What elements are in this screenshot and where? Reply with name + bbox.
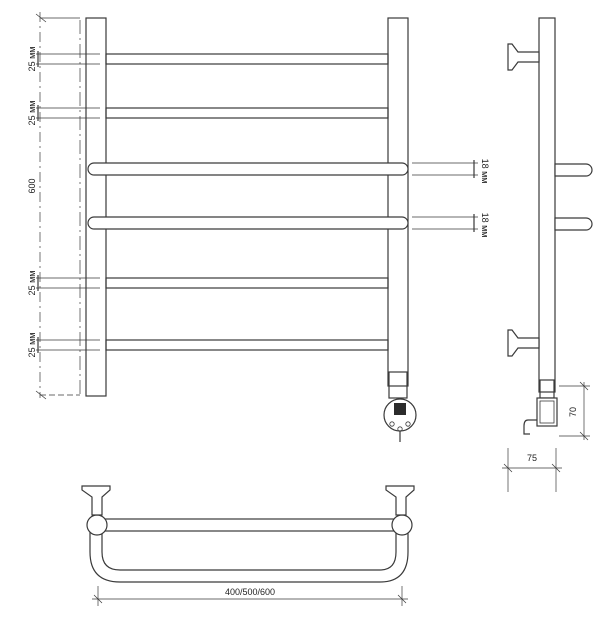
- wall-bracket-top: [507, 43, 540, 71]
- spacing-marker-3: [36, 275, 100, 291]
- top-u-bar-outer: [89, 526, 409, 583]
- flat-rung-4: [105, 339, 389, 351]
- spacing-label-bottom-2: 25 мм: [27, 333, 37, 358]
- spacing-label-top-2: 25 мм: [27, 101, 37, 126]
- heater-housing: [388, 371, 408, 399]
- side-height-label: 70: [568, 407, 578, 417]
- side-heater-box: [536, 397, 558, 427]
- spacing-label-bottom-1: 25 мм: [27, 271, 37, 296]
- wall-bracket-bottom: [507, 329, 540, 357]
- top-u-bar-inner: [101, 530, 397, 571]
- bar-diameter-marker-2: [412, 214, 478, 232]
- heater-button-left: [389, 421, 395, 427]
- heater-button-right: [405, 421, 411, 427]
- top-straight-bar: [97, 518, 403, 532]
- width-label: 400/500/600: [225, 587, 275, 597]
- round-bar-2: [87, 216, 409, 230]
- top-bracket-right: [385, 485, 415, 516]
- bar-diameter-label-1: 18 мм: [480, 159, 490, 184]
- top-knob-left: [86, 514, 108, 536]
- spacing-marker-2: [36, 105, 100, 121]
- side-heater-housing: [539, 379, 555, 399]
- front-view: 25 мм 25 мм 600 25 мм 25 мм 18 мм 18 мм: [27, 12, 490, 442]
- heater-display: [394, 403, 406, 415]
- side-heater-cable: [523, 419, 537, 435]
- left-post: [85, 17, 107, 397]
- bar-diameter-marker-1: [412, 160, 478, 178]
- spacing-label-top-1: 25 мм: [27, 47, 37, 72]
- top-knob-right: [391, 514, 413, 536]
- flat-rung-3: [105, 277, 389, 289]
- side-post: [538, 17, 556, 393]
- height-label: 600: [27, 178, 37, 193]
- spacing-marker-4: [36, 337, 100, 353]
- side-bar-stub-2: [554, 217, 593, 231]
- top-view: 400/500/600: [81, 485, 415, 606]
- side-view: 70 75: [502, 17, 593, 492]
- side-bar-stub-1: [554, 163, 593, 177]
- top-bracket-left: [81, 485, 111, 516]
- side-depth-label: 75: [527, 453, 537, 463]
- right-post: [387, 17, 409, 387]
- spacing-marker-1: [36, 51, 100, 67]
- round-bar-1: [87, 162, 409, 176]
- bar-diameter-label-2: 18 мм: [480, 213, 490, 238]
- flat-rung-2: [105, 107, 389, 119]
- flat-rung-1: [105, 53, 389, 65]
